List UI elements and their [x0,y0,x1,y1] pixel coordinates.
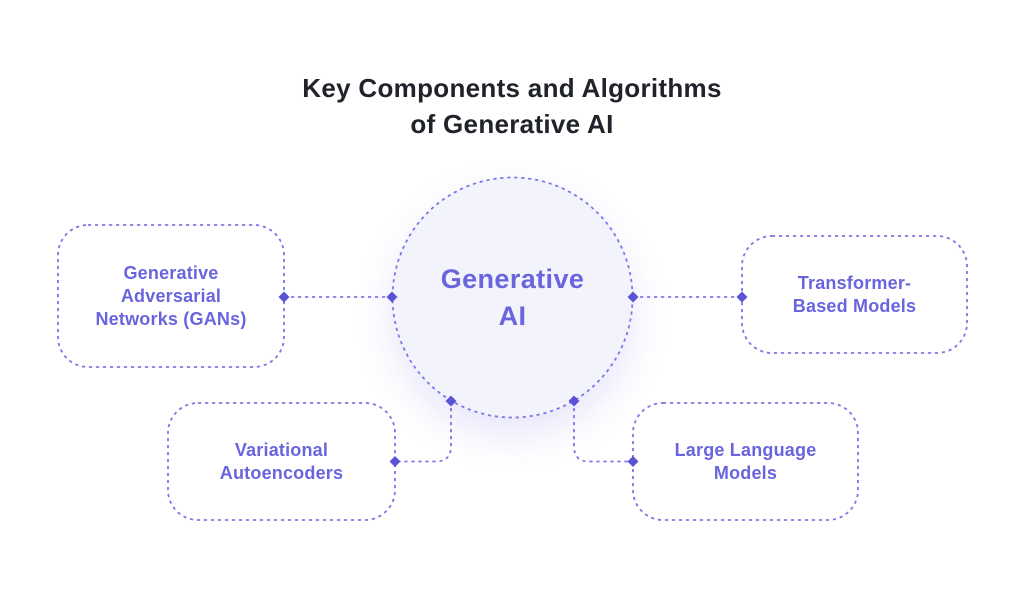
center-node-circle-background [392,177,633,418]
connector-node-diamond [736,291,748,303]
connector-node-diamond [389,456,401,467]
connector-center-to-vae [395,401,452,463]
connector-node-diamond [386,291,398,303]
connector-node-diamond [568,395,580,407]
center-node-label: Generative AI [440,263,585,331]
node-label-transformer-based-models: Transformer- Based Models [792,272,917,316]
node-label-variational-autoencoders: Variational Autoencoders [219,439,344,483]
connector-node-diamond [627,291,639,303]
connector-center-to-llm [573,401,633,463]
node-label-large-language-models: Large Language Models [674,439,817,483]
connector-node-diamond [445,395,457,407]
connector-node-diamond [278,291,290,303]
node-box-llm [632,402,859,521]
connector-node-diamonds [278,291,748,467]
node-label-gans: Generative Adversarial Networks (GANs) [95,262,247,329]
node-box-vae [167,402,396,521]
connector-node-diamond [627,456,639,467]
node-box-transformer [741,235,968,354]
diagram-title: Key Components and Algorithms of Generat… [302,73,722,139]
